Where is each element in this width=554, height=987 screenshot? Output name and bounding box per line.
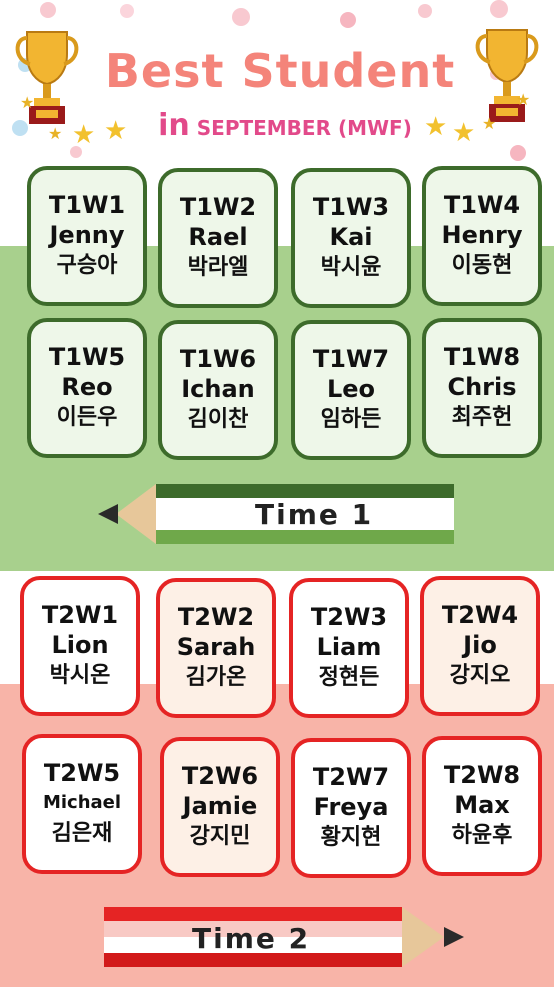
card-class-code: T2W5 bbox=[43, 759, 121, 787]
card-class-code: T2W3 bbox=[310, 603, 388, 631]
card-student-name: Max bbox=[454, 791, 510, 819]
confetti-dot bbox=[340, 12, 356, 28]
card-korean-name: 구승아 bbox=[56, 253, 118, 278]
confetti-dot bbox=[120, 4, 134, 18]
card-student-name: Michael bbox=[42, 792, 122, 813]
star-icon: ★ bbox=[104, 116, 128, 146]
card-korean-name: 하윤후 bbox=[451, 823, 513, 848]
confetti-dot bbox=[12, 120, 28, 136]
card-korean-name: 이든우 bbox=[56, 405, 118, 430]
subtitle-month: SEPTEMBER (MWF) bbox=[196, 116, 412, 140]
trophy-icon bbox=[475, 29, 539, 122]
card-student-name: Liam bbox=[316, 633, 382, 661]
card-student-name: Reo bbox=[61, 373, 113, 401]
time2-label: Time 2 bbox=[192, 922, 311, 955]
trophy-icon bbox=[15, 31, 79, 124]
card-student-name: Jenny bbox=[49, 221, 125, 249]
page-subtitle: in SEPTEMBER (MWF) bbox=[150, 108, 420, 143]
star-icon: ★ bbox=[482, 114, 497, 133]
card-student-name: Jamie bbox=[182, 792, 258, 820]
card-class-code: T2W1 bbox=[41, 601, 119, 629]
card-class-code: T2W4 bbox=[441, 601, 519, 629]
star-icon: ★ bbox=[72, 120, 96, 150]
confetti-dot bbox=[70, 146, 82, 158]
card-korean-name: 정현든 bbox=[318, 665, 380, 690]
card-korean-name: 박시윤 bbox=[320, 255, 382, 280]
card-student-name: Freya bbox=[313, 793, 389, 821]
card-student-name: Jio bbox=[463, 631, 497, 659]
card-class-code: T1W3 bbox=[312, 193, 390, 221]
card-korean-name: 이동현 bbox=[451, 253, 513, 278]
card-class-code: T2W7 bbox=[312, 763, 390, 791]
pencil-icon bbox=[104, 907, 464, 967]
star-icon: ★ bbox=[20, 93, 35, 112]
card-class-code: T1W5 bbox=[48, 343, 126, 371]
confetti-dot bbox=[490, 0, 508, 18]
card-korean-name: 황지현 bbox=[320, 825, 382, 850]
subtitle-in: in bbox=[158, 108, 190, 143]
card-class-code: T1W7 bbox=[312, 345, 390, 373]
card-student-name: Kai bbox=[329, 223, 373, 251]
card-korean-name: 임하든 bbox=[320, 407, 382, 432]
card-class-code: T2W6 bbox=[181, 762, 259, 790]
card-class-code: T1W8 bbox=[443, 343, 521, 371]
confetti-dot bbox=[510, 145, 526, 161]
pencil-icon bbox=[98, 484, 454, 544]
card-student-name: Ichan bbox=[181, 375, 255, 403]
confetti-dot bbox=[40, 2, 56, 18]
star-icon: ★ bbox=[48, 124, 63, 143]
card-class-code: T1W4 bbox=[443, 191, 521, 219]
time1-label: Time 1 bbox=[255, 498, 374, 531]
card-korean-name: 김은재 bbox=[51, 821, 113, 846]
star-icon: ★ bbox=[516, 90, 531, 109]
card-korean-name: 강지민 bbox=[189, 824, 251, 849]
card-class-code: T1W2 bbox=[179, 193, 257, 221]
card-student-name: Rael bbox=[188, 223, 248, 251]
confetti-dot bbox=[232, 8, 250, 26]
card-korean-name: 김이찬 bbox=[187, 407, 249, 432]
card-korean-name: 강지오 bbox=[449, 663, 511, 688]
card-korean-name: 김가온 bbox=[185, 665, 247, 690]
card-student-name: Henry bbox=[441, 221, 523, 249]
card-class-code: T1W1 bbox=[48, 191, 126, 219]
card-korean-name: 박시온 bbox=[49, 663, 111, 688]
card-student-name: Leo bbox=[326, 375, 376, 403]
card-korean-name: 최주헌 bbox=[451, 405, 513, 430]
star-icon: ★ bbox=[452, 118, 476, 148]
card-korean-name: 박라엘 bbox=[187, 255, 249, 280]
card-student-name: Chris bbox=[447, 373, 517, 401]
star-icon: ★ bbox=[424, 112, 448, 142]
card-student-name: Lion bbox=[51, 631, 109, 659]
card-class-code: T1W6 bbox=[179, 345, 257, 373]
card-class-code: T2W8 bbox=[443, 761, 521, 789]
confetti-dot bbox=[418, 4, 432, 18]
card-student-name: Sarah bbox=[176, 633, 256, 661]
card-class-code: T2W2 bbox=[177, 603, 255, 631]
page-title: Best Student bbox=[104, 44, 456, 98]
